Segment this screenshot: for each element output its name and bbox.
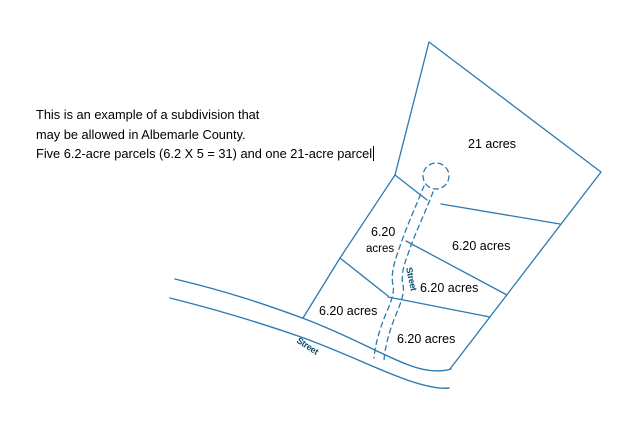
- parcel-label-21-acres: 21 acres: [468, 137, 516, 151]
- divider-21acre-left: [394, 174, 428, 201]
- parcel-label-nw-line2: acres: [366, 243, 394, 255]
- parcel-label-south: 6.20 acres: [397, 332, 455, 346]
- divider-21acre-right: [440, 203, 561, 225]
- street-name-main-road: Street: [295, 335, 321, 356]
- divider-center-south: [387, 296, 491, 318]
- description-line-2: may be allowed in Albemarle County.: [36, 126, 246, 142]
- parcel-label-west: 6.20 acres: [319, 304, 377, 318]
- parcel-label-nw-line1: 6.20: [371, 225, 395, 239]
- text-cursor: [373, 146, 375, 162]
- main-road-upper-edge: [174, 278, 452, 372]
- cul-de-sac: [422, 162, 450, 190]
- description-textbox[interactable]: This is an example of a subdivision that…: [36, 105, 375, 164]
- street-name-new-street: Street: [404, 266, 419, 292]
- parcel-label-center: 6.20 acres: [420, 281, 478, 295]
- main-road-lower-edge: [169, 297, 450, 389]
- divider-nw-west: [339, 257, 389, 297]
- description-line-3: Five 6.2-acre parcels (6.2 X 5 = 31) and…: [36, 146, 375, 162]
- divider-east-center: [405, 240, 508, 296]
- subdivision-boundary: [302, 41, 602, 370]
- new-street-left-edge: [373, 185, 425, 359]
- parcel-label-east: 6.20 acres: [452, 239, 510, 253]
- description-line-1: This is an example of a subdivision that: [36, 107, 260, 122]
- new-street-right-edge: [383, 191, 434, 361]
